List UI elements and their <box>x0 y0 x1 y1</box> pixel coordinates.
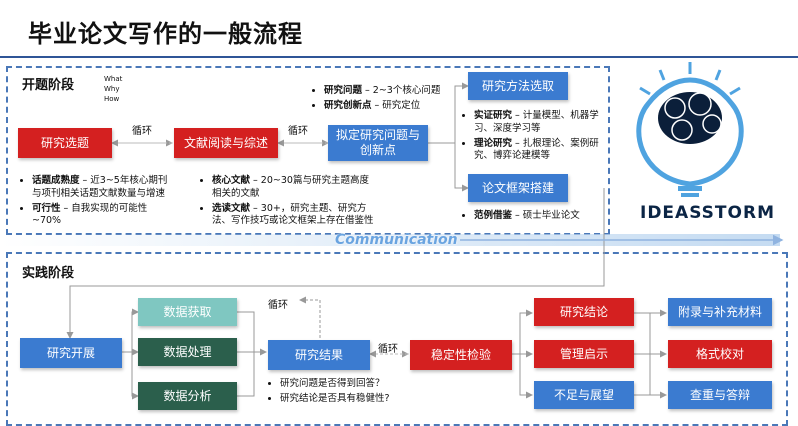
page-title: 毕业论文写作的一般流程 <box>28 20 303 48</box>
question-bullet-2: 研究创新点 – 研究定位 <box>324 100 472 113</box>
result-bullet-1: 研究问题是否得到回答？ <box>280 378 443 391</box>
note-why: Why <box>104 85 120 94</box>
box-literature-review: 文献阅读与综述 <box>174 128 278 158</box>
brand-logo-text: IDEASSTORM <box>640 203 775 223</box>
connector-lines <box>66 62 784 400</box>
note-how: How <box>104 95 120 104</box>
box-data-analyze: 数据分析 <box>138 382 237 410</box>
box-method-selection: 研究方法选取 <box>468 72 568 100</box>
loop-label-3: 循环 <box>268 300 288 311</box>
lit-bullet-2: 选读文献 – 30+，研究主题、研究方法、写作技巧或论文框架上存在借鉴性 <box>212 203 375 229</box>
box-research-results: 研究结果 <box>268 340 370 370</box>
method-bullets: 实证研究 – 计量模型、机器学习、深度学习等 理论研究 – 扎根理论、案例研究、… <box>462 110 602 165</box>
topic-bullet-1: 话题成熟度 – 近3~5年核心期刊与项刊相关话题文献数量与增速 <box>32 175 170 201</box>
box-framework: 论文框架搭建 <box>468 174 568 202</box>
box-data-acquire: 数据获取 <box>138 298 237 326</box>
box-research-topic: 研究选题 <box>18 128 112 158</box>
title-underline <box>0 56 798 58</box>
method-bullet-2: 理论研究 – 扎根理论、案例研究、博弈论建模等 <box>474 138 602 164</box>
box-data-process: 数据处理 <box>138 338 237 366</box>
lightbulb-brain-icon <box>636 62 744 197</box>
note-what: What <box>104 75 123 83</box>
phase1-notes: What Why How <box>104 74 122 104</box>
loop-label-4: 循环 <box>378 344 398 355</box>
lit-bullets: 核心文献 – 20~30篇与研究主题高度相关的文献 选读文献 – 30+，研究主… <box>200 175 375 230</box>
lit-bullet-1: 核心文献 – 20~30篇与研究主题高度相关的文献 <box>212 175 375 201</box>
topic-bullets: 话题成熟度 – 近3~5年核心期刊与项刊相关话题文献数量与增速 可行性 – 自我… <box>20 175 170 230</box>
method-bullet-1: 实证研究 – 计量模型、机器学习、深度学习等 <box>474 110 602 136</box>
box-management-implication: 管理启示 <box>534 340 634 368</box>
topic-bullet-2: 可行性 – 自我实现的可能性~70% <box>32 203 170 229</box>
framework-bullet-1: 范例借鉴 – 硕士毕业论文 <box>474 210 602 223</box>
box-research-start: 研究开展 <box>20 338 122 368</box>
box-appendix: 附录与补充材料 <box>668 298 772 326</box>
box-limitations: 不足与展望 <box>534 381 634 409</box>
result-bullet-2: 研究结论是否具有稳健性? <box>280 393 443 406</box>
communication-label: Communication <box>335 232 458 248</box>
box-plagiarism-defense: 查重与答辩 <box>668 381 772 409</box>
box-research-conclusion: 研究结论 <box>534 298 634 326</box>
phase1-label: 开题阶段 <box>22 78 75 93</box>
box-robustness-test: 稳定性检验 <box>410 340 512 370</box>
box-research-question: 拟定研究问题与创新点 <box>328 125 428 161</box>
phase2-label: 实践阶段 <box>22 266 75 281</box>
box-format-check: 格式校对 <box>668 340 772 368</box>
result-bullets: 研究问题是否得到回答？ 研究结论是否具有稳健性? <box>268 378 443 408</box>
communication-band <box>0 234 780 246</box>
question-bullets: 研究问题 – 2~3个核心问题 研究创新点 – 研究定位 <box>312 85 472 115</box>
loop-label-1: 循环 <box>132 126 152 137</box>
framework-bullets: 范例借鉴 – 硕士毕业论文 <box>462 210 602 225</box>
loop-label-2: 循环 <box>288 126 308 137</box>
question-bullet-1: 研究问题 – 2~3个核心问题 <box>324 85 472 98</box>
